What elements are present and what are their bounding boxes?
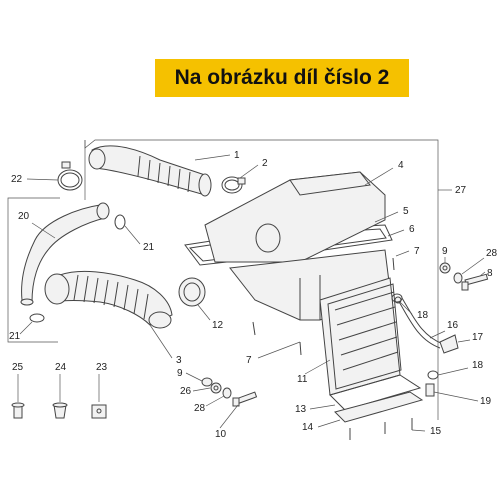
leader-line-c13 [309, 404, 336, 410]
callout-label-c12: 12 [212, 320, 224, 331]
callout-label-c19: 19 [480, 396, 492, 407]
grommet-25 [11, 402, 25, 419]
leader-line-c21a [124, 225, 141, 245]
intake-hose-1 [88, 145, 212, 197]
clip-18-upper [391, 293, 403, 303]
leader-line-c20 [31, 222, 56, 239]
air-duct-3 [44, 270, 173, 329]
washer-9-right [439, 262, 451, 274]
filter-frame-13 [329, 374, 422, 411]
leader-line-c8 [479, 271, 486, 277]
callout-label-c10: 10 [215, 429, 227, 440]
callout-label-c21b: 21 [9, 331, 21, 342]
grommet-24 [52, 402, 68, 419]
callout-label-c28a: 28 [486, 248, 498, 259]
callout-label-c6: 6 [409, 224, 415, 235]
callout-label-c16: 16 [447, 320, 459, 331]
hose-clamp-2 [221, 176, 246, 194]
clip-21-upper [114, 214, 126, 230]
airbox-cover-4 [204, 171, 386, 263]
hose-clamp-22 [57, 161, 83, 191]
leader-line-c7b [257, 341, 301, 359]
clip-18-lower [427, 370, 439, 380]
callout-label-c7b: 7 [246, 355, 252, 366]
callout-label-c25: 25 [12, 362, 24, 373]
plug-19 [425, 383, 435, 397]
leader-line-c18b [437, 367, 469, 376]
screws-7 [252, 257, 395, 356]
leader-line-c28b [205, 395, 225, 407]
washer-28-bottom [222, 387, 232, 399]
callout-label-c5: 5 [403, 206, 409, 217]
callout-label-c8: 8 [487, 268, 493, 279]
leader-line-c3 [149, 324, 173, 359]
callout-label-c18a: 18 [417, 310, 429, 321]
leader-line-c12 [197, 304, 211, 321]
leader-line-c18a [399, 301, 413, 315]
callout-label-c26: 26 [180, 386, 192, 397]
leader-line-c2 [239, 164, 259, 179]
callout-label-c2: 2 [262, 158, 268, 169]
callout-label-c18b: 18 [472, 360, 484, 371]
leader-line-c1 [194, 154, 231, 161]
leader-line-c5 [374, 211, 399, 223]
leader-line-c7a [395, 250, 410, 257]
leader-line-c26 [192, 387, 211, 392]
rubber-sleeve-12 [178, 277, 206, 307]
washer-26 [210, 382, 222, 394]
base-plate-14 [334, 391, 424, 423]
callout-label-c23: 23 [96, 362, 108, 373]
leader-line-c15 [411, 429, 426, 432]
callout-label-c14: 14 [302, 422, 314, 433]
part-number-banner: Na obrázku díl číslo 2 [155, 59, 409, 97]
washer-28-right [453, 272, 463, 284]
callout-label-c11: 11 [297, 374, 308, 385]
clip-21-lower [29, 313, 45, 323]
callout-label-c20: 20 [18, 211, 30, 222]
callout-label-c15: 15 [430, 426, 442, 437]
leader-line-c9b [185, 372, 203, 382]
callout-label-c13: 13 [295, 404, 307, 415]
leader-line-c21b [19, 321, 33, 335]
leader-line-c17 [457, 339, 471, 343]
callout-label-c3: 3 [176, 355, 182, 366]
cap-17 [439, 334, 459, 354]
callout-label-c21a: 21 [143, 242, 155, 253]
leader-line-c6 [387, 229, 405, 237]
bolt-10 [232, 391, 258, 407]
callout-label-c7a: 7 [414, 246, 420, 257]
bolt-8 [461, 273, 489, 291]
leader-line-c28a [461, 257, 485, 275]
callout-label-c17: 17 [472, 332, 484, 343]
callout-label-c22: 22 [11, 174, 23, 185]
callout-label-c9b: 9 [177, 368, 183, 379]
leader-line-c14 [317, 419, 341, 428]
washer-9-bottom [201, 377, 213, 387]
callout-label-c9a: 9 [442, 246, 448, 257]
clip-nut-23 [91, 404, 107, 419]
leader-line-c22 [26, 178, 59, 181]
screws-15 [349, 418, 413, 440]
callout-label-c4: 4 [398, 160, 404, 171]
leader-line-c16 [429, 330, 446, 339]
leader-line-c11 [304, 359, 331, 375]
leader-line-c19 [433, 391, 479, 402]
callout-label-c24: 24 [55, 362, 67, 373]
callout-label-c28b: 28 [194, 403, 206, 414]
leader-line-c10 [219, 404, 239, 429]
breather-hose-20 [20, 202, 110, 306]
callout-label-c1: 1 [234, 150, 240, 161]
leader-line-c4 [364, 167, 394, 186]
frame-20 [7, 197, 60, 343]
callout-label-c27: 27 [455, 185, 467, 196]
banner-text: Na obrázku díl číslo 2 [174, 66, 390, 89]
